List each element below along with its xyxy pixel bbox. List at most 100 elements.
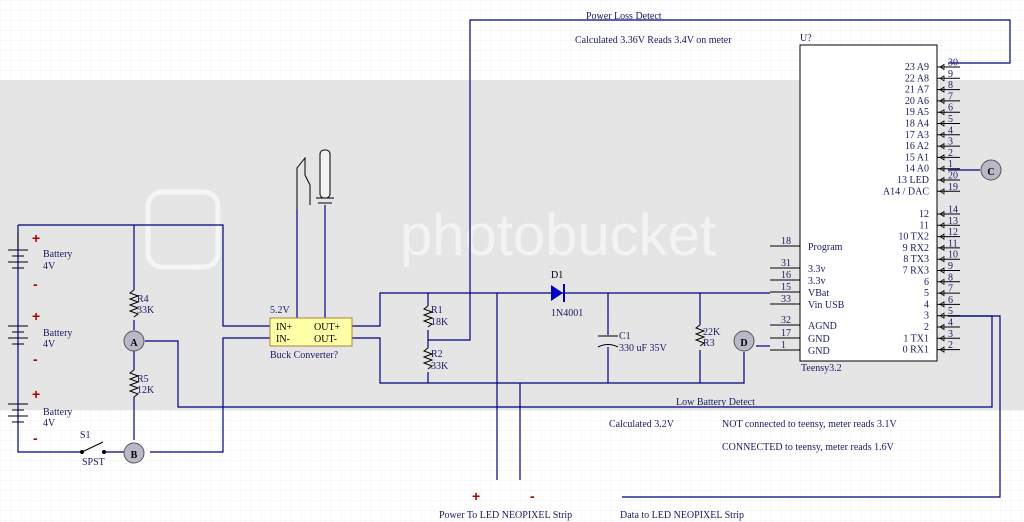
teensy-right-pin-number: 6 (948, 295, 953, 306)
teensy-right-pin-label: 14 A0 (905, 164, 929, 175)
wire-top-to-buck-in (18, 224, 270, 327)
battery-1-voltage: 4V (43, 261, 56, 272)
watermark-text: photobucket (400, 203, 716, 268)
buck-name: Buck Converter? (270, 350, 339, 361)
teensy-left-pin-number: 31 (781, 258, 791, 269)
c1-value: 330 uF 35V (619, 343, 668, 354)
teensy-right-pin-label: 18 A4 (905, 119, 929, 130)
d1-value: 1N4001 (551, 308, 583, 319)
teensy-right-pin-number: 13 (948, 216, 958, 227)
battery-1-name: Battery (43, 249, 72, 260)
resistor-r2: R2 33K (422, 347, 449, 372)
teensy-right-pin-label: 22 A8 (905, 73, 929, 84)
c1-ref: C1 (619, 331, 631, 342)
r4-value: 33K (137, 305, 155, 316)
teensy-right-pin-number: 1 (948, 159, 953, 170)
battery-3: + - Battery 4V (8, 386, 72, 446)
teensy-right-pin-number: 10 (948, 250, 958, 261)
buck-converter: IN+ IN- OUT+ OUT- 5.2V Buck Converter? (269, 305, 353, 361)
teensy-right-pin-number: 8 (948, 80, 953, 91)
buck-in-neg: IN- (276, 334, 290, 345)
teensy-right-pin-number: 20 (948, 171, 958, 182)
buck-in-pos: IN+ (276, 322, 293, 333)
label-not-connected: NOT connected to teensy, meter reads 3.1… (722, 419, 897, 430)
led-power-minus: - (530, 488, 535, 504)
teensy-right-pin-number: 2 (948, 148, 953, 159)
teensy-left-pin-label: Vin USB (808, 300, 845, 311)
battery-1: + - Battery 4V (8, 230, 72, 292)
battery-1-minus: - (33, 276, 38, 292)
led-power-plus: + (472, 488, 480, 504)
teensy-left-pin-number: 33 (781, 294, 791, 305)
teensy-right-pin: 18 A4 5 (905, 114, 960, 130)
diode-d1: D1 1N4001 (551, 270, 583, 319)
r3-value: 22K (703, 327, 721, 338)
teensy-right-pin-label: 12 (919, 209, 929, 220)
wire-data-to-led (622, 315, 1001, 498)
teensy-right-pin-label: 17 A3 (905, 130, 929, 141)
wire-buck-out-pos (352, 292, 770, 327)
r2-ref: R2 (431, 349, 443, 360)
teensy-right-pin-number: 3 (948, 329, 953, 340)
r2-value: 33K (431, 361, 449, 372)
teensy-right-pin-number: 19 (948, 182, 958, 193)
teensy-left-pin-number: 17 (781, 328, 791, 339)
teensy-right-pin-number: 6 (948, 103, 953, 114)
battery-2-minus: - (33, 351, 38, 367)
teensy-left-pin: Vin USB 33 (770, 294, 845, 311)
teensy-right-pin: 12 14 (919, 205, 960, 220)
battery-3-name: Battery (43, 407, 72, 418)
teensy-right-pin-label: 10 TX2 (898, 232, 929, 243)
teensy-right-pin-label: 8 TX3 (903, 254, 929, 265)
teensy-right-pin-number: 5 (948, 114, 953, 125)
teensy-left-pin-label: AGND (808, 321, 837, 332)
teensy-right-pin-number: 12 (948, 227, 958, 238)
teensy-left-pin-label: 3.3v (808, 276, 826, 287)
teensy-right-pin-number: 11 (948, 238, 958, 249)
teensy-left-pin-number: 15 (781, 282, 791, 293)
svg-text:D: D (740, 338, 747, 349)
teensy-right-pin-label: 15 A1 (905, 152, 929, 163)
teensy-name: Teensy3.2 (801, 363, 842, 374)
wire-buck-out-neg (352, 337, 700, 384)
wire-power-loss-detect (428, 19, 1011, 341)
teensy-ref: U? (800, 33, 812, 44)
teensy-right-pin: 15 A1 2 (905, 148, 960, 163)
r4-ref: R4 (137, 294, 149, 305)
s1-ref: S1 (80, 430, 91, 441)
resistor-r1: R1 18K (422, 305, 449, 328)
buck-voltage: 5.2V (270, 305, 291, 316)
teensy-right-pin-number: 3 (948, 137, 953, 148)
buck-out-neg: OUT- (314, 334, 337, 345)
teensy-right-pin-number: 14 (948, 205, 958, 216)
teensy-right-pin-number: 5 (948, 306, 953, 317)
wire-b-to-buck-in-neg (150, 337, 270, 453)
teensy-right-pin-number: 4 (948, 318, 953, 329)
teensy-left-pin: AGND 32 (770, 315, 837, 332)
r5-value: 12K (137, 385, 155, 396)
wire-battery-left-rail (17, 225, 80, 453)
teensy-right-pin-label: 13 LED (897, 175, 929, 186)
teensy-right-pin-label: 3 (924, 311, 929, 322)
teensy-right-pin-number: 30 (948, 58, 958, 69)
node-d: D (733, 330, 755, 352)
toggle-switch (296, 149, 334, 210)
d1-ref: D1 (551, 270, 563, 281)
node-c: C (980, 159, 1002, 181)
teensy-left-pin-number: 32 (781, 315, 791, 326)
teensy-right-pin-label: A14 / DAC (883, 186, 929, 197)
